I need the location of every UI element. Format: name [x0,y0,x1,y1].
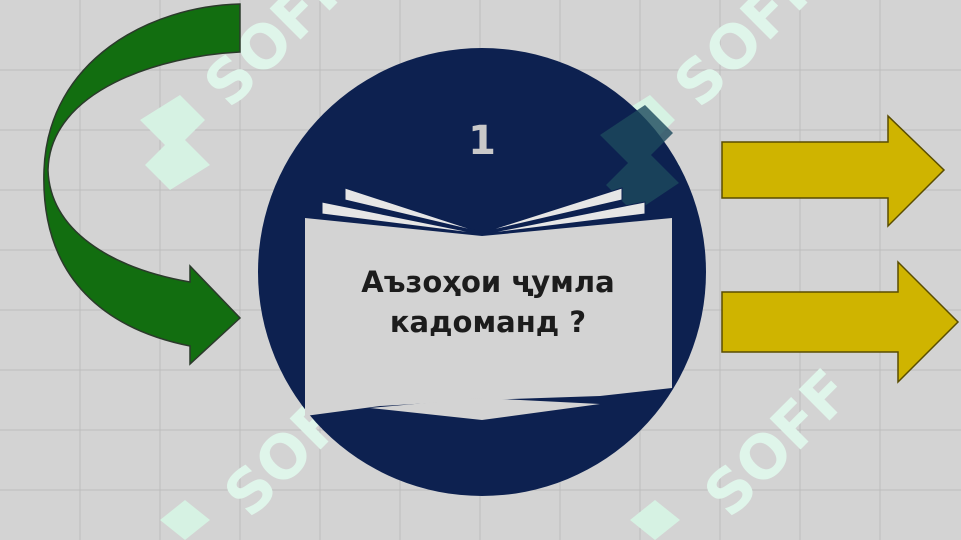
watermark-text: SOFF [661,0,835,121]
question-line-2: кадоманд ? [389,305,587,339]
question-text: Аъзоҳои ҷумла кадоманд ? [318,262,658,342]
circle-watermark-logo [600,105,679,213]
right-arrow-icon [721,114,946,228]
question-line-1: Аъзоҳои ҷумла [361,265,615,299]
right-arrow-icon [721,260,960,384]
open-book-icon [305,187,672,420]
watermark-text: SOFF [691,357,865,531]
slide-number: 1 [468,118,496,164]
curved-arrow-icon [43,3,242,366]
